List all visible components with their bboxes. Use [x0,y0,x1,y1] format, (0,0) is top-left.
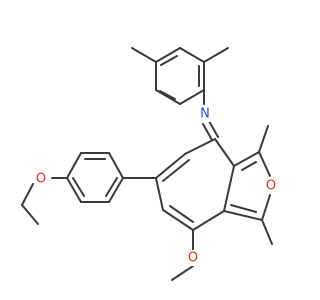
bond [21,204,39,225]
bond [21,183,34,206]
atom-label-furan-oxygen: O [264,178,278,194]
bond [108,152,124,179]
ethoxy-oxygen-label: O [36,172,46,187]
methyl-bond [131,47,157,63]
atom-label-ethoxy-oxygen: O [34,171,48,187]
bond [208,120,219,138]
double-bond-inner [105,177,118,197]
dimethylphenyl-ring [131,47,229,105]
bond [155,47,181,63]
bond [108,177,124,203]
bond [233,151,260,167]
double-bond-inner [162,159,190,182]
methyl-bond [203,47,229,63]
double-bond-inner [160,55,178,66]
methoxy-group [171,229,194,281]
molecule-structure: N O O O [21,47,278,281]
bond [171,265,194,281]
bond [162,209,194,231]
bond [223,165,235,212]
bond [223,210,263,221]
bond [179,47,205,63]
bond [258,151,271,177]
bond [155,153,186,179]
furan-oxygen-label: O [266,179,276,194]
bond [192,210,225,231]
furan-ring [223,125,273,245]
bond [202,123,213,141]
double-bond-inner [72,177,85,197]
bond [179,89,205,105]
bond [155,89,181,105]
imine-double-bond [202,120,219,141]
ethoxy-group [21,177,68,225]
methyl-bond [261,219,273,245]
double-bond-inner [169,205,194,223]
bond [184,138,216,155]
double-bond-inner [241,161,257,171]
azulene-seven-ring [155,138,235,231]
imine-nitrogen-label: N [200,107,210,122]
methyl-bond [258,125,269,153]
double-bond-inner [230,204,257,213]
ethoxyphenyl-ring [66,152,157,203]
bond [261,194,271,221]
atom-label-imine-nitrogen: N [198,106,211,122]
bond [66,177,82,203]
methoxy-oxygen-label: O [188,251,198,266]
double-bond-inner [159,90,176,100]
atom-label-methoxy-oxygen: O [186,250,200,266]
bond [66,152,82,179]
bond [155,177,164,211]
bond [214,138,235,167]
